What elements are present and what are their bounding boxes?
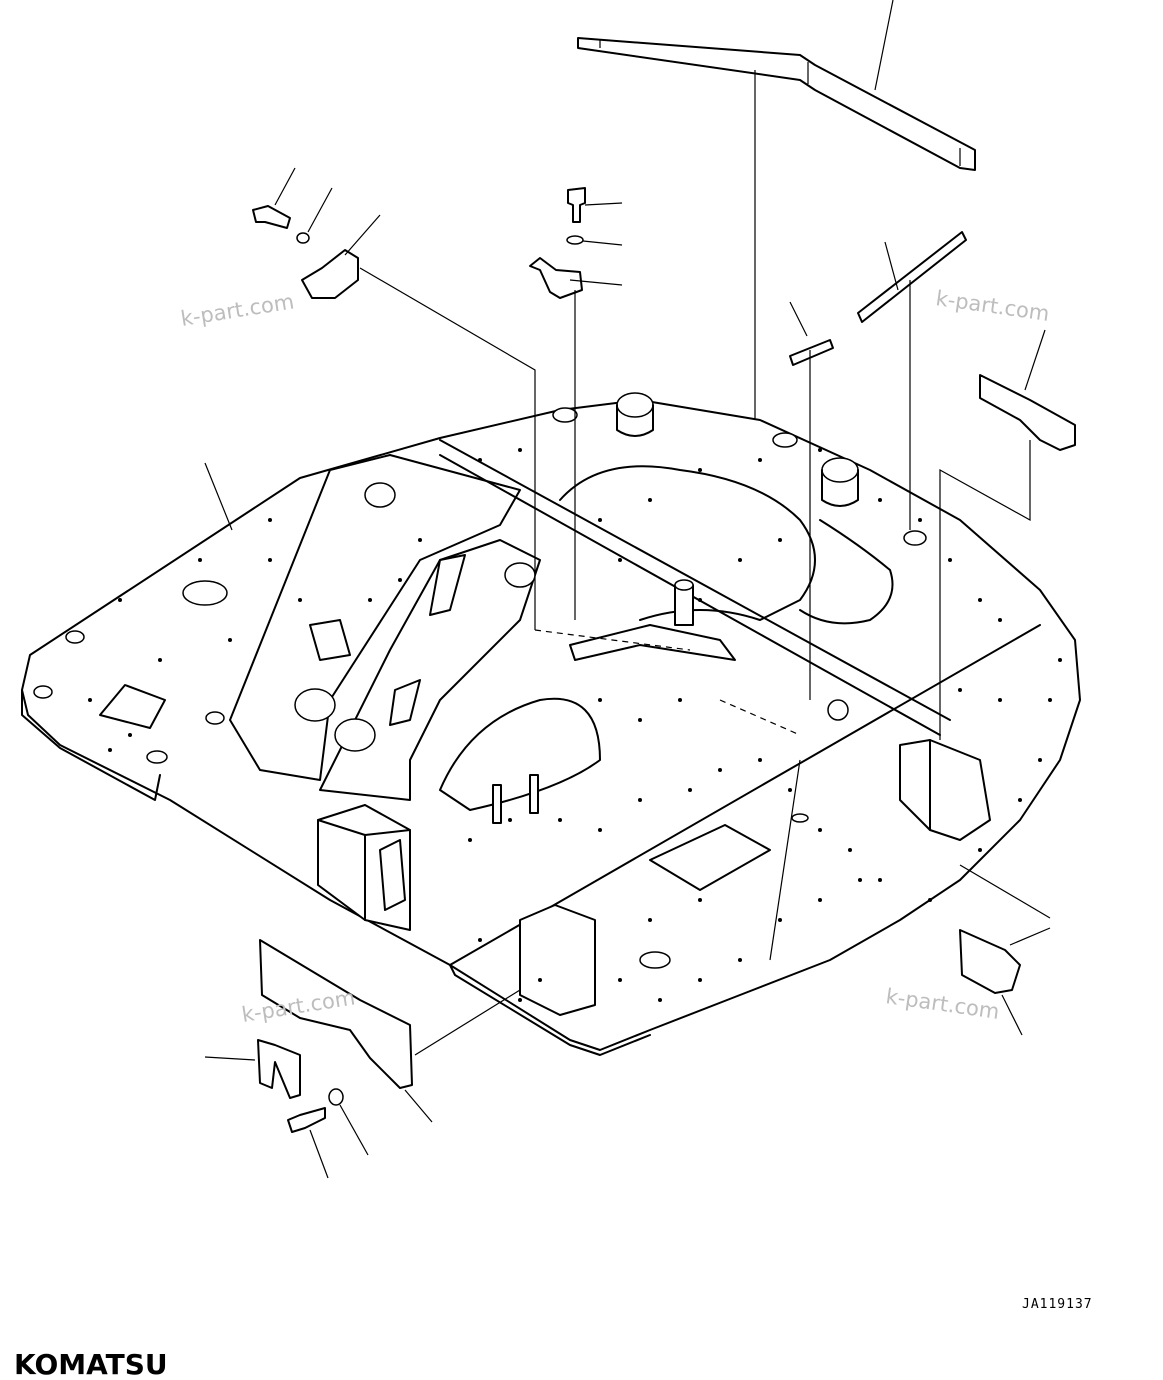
bolt-hole-dot — [718, 768, 722, 772]
bolt-hole-dot — [88, 698, 92, 702]
plate-bottom-left — [259, 939, 413, 1089]
bolt-hole-dot — [818, 898, 822, 902]
bolt-hole-dot — [108, 748, 112, 752]
bolt-hole-dot — [118, 598, 122, 602]
watermark-4: k-part.com — [884, 984, 1001, 1024]
bolt-hole-dot — [858, 878, 862, 882]
right-bracket — [979, 374, 1076, 451]
washer-top-center — [566, 235, 584, 245]
clip-top-center — [529, 257, 583, 299]
bolt-hole-dot — [538, 978, 542, 982]
drawing-number: JA119137 — [1022, 1297, 1093, 1312]
bolt-hole-dot — [648, 498, 652, 502]
bolt-hole-dot — [818, 828, 822, 832]
bolt-hole-dot — [598, 698, 602, 702]
bolt-hole-dot — [998, 698, 1002, 702]
bolt-hole-dot — [678, 698, 682, 702]
bolt-hole-dot — [658, 998, 662, 1002]
bolt-hole-dot — [958, 688, 962, 692]
bolt-hole-dot — [848, 848, 852, 852]
bolt-top-left — [252, 205, 291, 229]
watermark-1: k-part.com — [179, 289, 296, 331]
bolt-hole-dot — [268, 518, 272, 522]
bolt-hole-dot — [198, 558, 202, 562]
bolt-hole-dot — [758, 758, 762, 762]
bolt-hole-dot — [1048, 698, 1052, 702]
bolt-hole-dot — [1058, 658, 1062, 662]
plate-right — [959, 929, 1021, 994]
bolt-hole-dot — [558, 818, 562, 822]
top-cover-bar — [577, 37, 976, 171]
bolt-hole-dot — [598, 518, 602, 522]
bolt-hole-dot — [638, 718, 642, 722]
bolt-hole-dot — [638, 798, 642, 802]
bolt-hole-dot — [778, 918, 782, 922]
bolt-hole-dot — [468, 838, 472, 842]
bolt-hole-dot — [648, 918, 652, 922]
bolt-hole-dot — [738, 958, 742, 962]
bolt-hole-dot — [778, 538, 782, 542]
bolt-hole-dot — [928, 898, 932, 902]
bolt-hole-dot — [478, 938, 482, 942]
bolt-bottom-left — [287, 1107, 326, 1133]
spacer-bar-short — [789, 339, 834, 366]
bolt-hole-dot — [368, 598, 372, 602]
bolt-hole-dot — [478, 458, 482, 462]
bolt-hole-dot — [618, 558, 622, 562]
clip-bottom-left — [257, 1039, 301, 1099]
bolt-hole-dot — [698, 978, 702, 982]
bolt-hole-dot — [878, 878, 882, 882]
bolt-hole-dot — [698, 898, 702, 902]
bolt-hole-dot — [298, 598, 302, 602]
bolt-hole-dot — [228, 638, 232, 642]
bolt-hole-dot — [878, 498, 882, 502]
bolt-hole-dot — [618, 978, 622, 982]
bolt-hole-dot — [1018, 798, 1022, 802]
leader-lines — [204, 0, 1051, 1179]
bracket-top-left — [301, 249, 359, 299]
bolt-hole-dot — [128, 733, 132, 737]
bolt-top-center — [567, 187, 586, 223]
bolt-hole-dot — [518, 448, 522, 452]
bolt-hole-dot — [998, 618, 1002, 622]
brand-logo: KOMATSU — [14, 1348, 168, 1380]
bolt-hole-dot — [1038, 758, 1042, 762]
spacer-bar-long — [857, 231, 967, 323]
bolt-hole-dot — [788, 788, 792, 792]
bolt-hole-dot — [738, 558, 742, 562]
bolt-hole-dot — [978, 598, 982, 602]
bolt-hole-dot — [978, 848, 982, 852]
bolt-hole-dot — [918, 518, 922, 522]
bolt-hole-dot — [818, 448, 822, 452]
bolt-hole-dot — [398, 578, 402, 582]
bolt-hole-dot — [698, 598, 702, 602]
revolving-frame — [21, 392, 1081, 1056]
bolt-hole-dot — [518, 998, 522, 1002]
washer-bottom-left — [328, 1088, 344, 1106]
bolt-hole-dot — [158, 658, 162, 662]
bolt-hole-dot — [688, 788, 692, 792]
bolt-hole-dot — [758, 458, 762, 462]
washer-top-left — [296, 232, 310, 244]
watermark-2: k-part.com — [934, 286, 1051, 326]
bolt-hole-dot — [508, 818, 512, 822]
bolt-hole-dot — [268, 558, 272, 562]
bolt-hole-dot — [418, 538, 422, 542]
bolt-hole-dot — [948, 558, 952, 562]
bolt-hole-dot — [698, 468, 702, 472]
bolt-hole-dot — [598, 828, 602, 832]
